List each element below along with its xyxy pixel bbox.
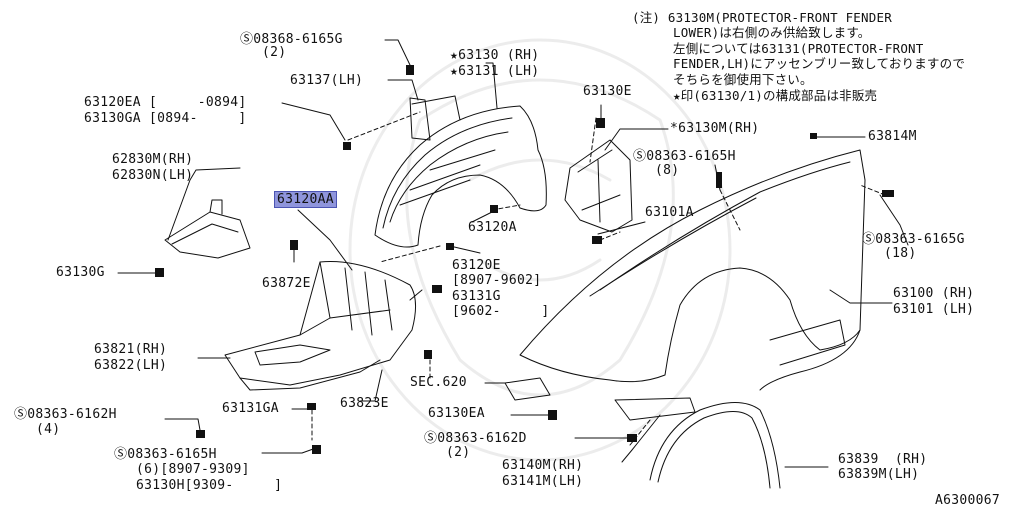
fastener-clip: [343, 142, 351, 150]
note-line-1: (注) 63130M(PROTECTOR-FRONT FENDER: [632, 10, 892, 25]
callout-63839m[interactable]: 63839M(LH): [838, 467, 920, 482]
splash-guard-shape: [164, 211, 251, 259]
inner-fender-lower: [224, 261, 416, 391]
note-line-3: 左側については63131(PROTECTOR-FRONT: [673, 41, 924, 56]
callout-63131-lh[interactable]: ★63131 (LH): [450, 64, 540, 79]
fastener-bolt: [432, 285, 442, 293]
note-line-4: FENDER,LH)にアッセンブリー致しておりますので: [673, 56, 966, 71]
callout-63120e-range: [8907-9602]: [452, 273, 542, 288]
callout-63131g[interactable]: 63131G: [452, 289, 501, 304]
callout-63821[interactable]: 63821(RH): [94, 342, 168, 357]
watermark-crest: [348, 38, 732, 462]
note-line-5: そちらを御使用下さい。: [673, 72, 813, 87]
callout-08368-qty: (2): [262, 45, 287, 60]
callout-08363-6165g[interactable]: Ⓢ08363-6165G: [862, 232, 965, 247]
callout-08363-6165g-qty: (18): [884, 246, 917, 261]
callout-08363-6165h-a[interactable]: Ⓢ08363-6165H: [633, 149, 736, 164]
callout-63823e[interactable]: 63823E: [340, 396, 389, 411]
callout-63120ea[interactable]: 63120EA [ -0894]: [84, 95, 247, 110]
fastener-clip: [446, 243, 454, 250]
fastener-clip: [312, 445, 321, 454]
protector-shape: [564, 139, 633, 233]
callout-08363-6165h-b-qty: (6)[8907-9309]: [136, 462, 250, 477]
fastener-clip: [155, 268, 164, 277]
callout-63120aa[interactable]: 63120AA: [274, 191, 337, 208]
fastener-bolt: [490, 205, 498, 213]
callout-08363-6165h-a-qty: (8): [655, 163, 680, 178]
callout-63120a[interactable]: 63120A: [468, 220, 517, 235]
callout-08363-6165h-b[interactable]: Ⓢ08363-6165H: [114, 447, 217, 462]
callout-63100[interactable]: 63100 (RH): [893, 286, 975, 301]
fastener-bolt: [406, 65, 414, 75]
callout-63140m[interactable]: 63140M(RH): [502, 458, 584, 473]
callout-63141m[interactable]: 63141M(LH): [502, 474, 584, 489]
callout-63120e[interactable]: 63120E: [452, 258, 501, 273]
fastener-clip: [548, 410, 557, 420]
callout-63130-rh[interactable]: ★63130 (RH): [450, 48, 540, 63]
callout-63101a[interactable]: 63101A: [645, 205, 694, 220]
callout-63130ga[interactable]: 63130GA [0894- ]: [84, 111, 247, 126]
callout-08363-6162d[interactable]: Ⓢ08363-6162D: [424, 431, 527, 446]
callout-63130ea[interactable]: 63130EA: [428, 406, 485, 421]
fastener-bolt: [882, 190, 894, 197]
figure-id: A6300067: [935, 493, 1001, 508]
callout-sec-620[interactable]: SEC.620: [410, 375, 467, 390]
fastener-clip: [810, 133, 817, 139]
fastener-bolt: [716, 172, 722, 188]
callout-63130e[interactable]: 63130E: [583, 84, 632, 99]
fastener-clip: [424, 350, 432, 359]
callout-63814m[interactable]: 63814M: [868, 129, 917, 144]
callout-63131ga[interactable]: 63131GA: [222, 401, 279, 416]
note-line-6: ★印(63130/1)の構成部品は非販売: [673, 88, 878, 103]
callout-63872e[interactable]: 63872E: [262, 276, 311, 291]
inner-fender-upper: [374, 95, 547, 248]
wheel-arch-molding: [649, 402, 781, 489]
callout-63822[interactable]: 63822(LH): [94, 358, 168, 373]
leader-lines: [117, 39, 909, 468]
callout-08363-6162d-qty: (2): [446, 445, 471, 460]
callout-08363-6162h[interactable]: Ⓢ08363-6162H: [14, 407, 117, 422]
note-line-2: LOWER)は右側のみ供給致します。: [673, 25, 871, 40]
callout-63839[interactable]: 63839 (RH): [838, 452, 928, 467]
fastener-bolt: [627, 434, 637, 442]
fastener-clip: [307, 403, 316, 410]
callout-63101[interactable]: 63101 (LH): [893, 302, 975, 317]
callout-63131g-range: [9602- ]: [452, 304, 550, 319]
fastener-bolt: [592, 236, 602, 244]
fastener-bolt: [196, 430, 205, 438]
callout-08368-6165g[interactable]: Ⓢ08368-6165G: [240, 32, 343, 47]
callout-63130m[interactable]: *63130M(RH): [670, 121, 760, 136]
callout-62830m[interactable]: 62830M(RH): [112, 152, 194, 167]
callout-63130h[interactable]: 63130H[9309- ]: [136, 478, 283, 493]
highlighted-part-number[interactable]: 63120AA: [274, 191, 337, 208]
fastener-clip: [596, 118, 605, 128]
callout-62830n[interactable]: 62830N(LH): [112, 168, 194, 183]
front-fender-shape: [519, 149, 866, 391]
callout-63130g[interactable]: 63130G: [56, 265, 105, 280]
callout-63137[interactable]: 63137(LH): [290, 73, 364, 88]
fastener-clip: [290, 240, 298, 250]
callout-08363-6162h-qty: (4): [36, 422, 61, 437]
